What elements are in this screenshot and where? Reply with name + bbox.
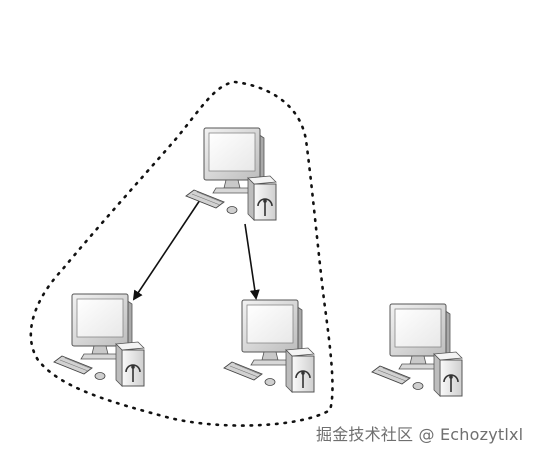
arrow-to-left-pc xyxy=(132,199,201,301)
desktop-computer-icon xyxy=(185,127,277,221)
group-boundary-outline xyxy=(29,80,334,427)
watermark-text: 掘金技术社区 @ Echozytlxl xyxy=(316,425,524,444)
desktop-computer-icon xyxy=(53,293,145,387)
arrow-to-middle-pc xyxy=(244,223,260,300)
desktop-computer-icon xyxy=(371,303,463,397)
desktop-computer-icon xyxy=(223,299,315,393)
